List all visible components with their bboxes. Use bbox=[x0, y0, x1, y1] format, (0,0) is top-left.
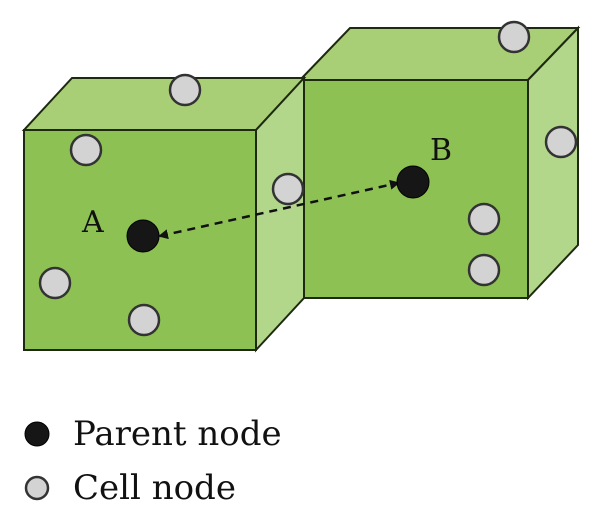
cell-nodes bbox=[38, 20, 578, 337]
parent-link-arrow bbox=[158, 179, 400, 240]
legend-parent-label: Parent node bbox=[73, 414, 282, 454]
node-label-a: A bbox=[81, 205, 104, 240]
cell-node bbox=[544, 125, 578, 159]
cell-node bbox=[127, 303, 161, 337]
cell-node bbox=[467, 202, 501, 236]
legend-cell-node-icon bbox=[24, 475, 50, 501]
cell-node bbox=[168, 73, 202, 107]
cell-node bbox=[467, 253, 501, 287]
legend-parent-node-icon bbox=[24, 421, 50, 447]
node-label-b: B bbox=[430, 133, 452, 168]
cell-node bbox=[38, 266, 72, 300]
cell-node bbox=[69, 133, 103, 167]
legend: Parent node Cell node bbox=[24, 414, 282, 508]
cell-node bbox=[271, 172, 305, 206]
cell-node bbox=[497, 20, 531, 54]
parent-node-b bbox=[396, 165, 430, 199]
parent-node-a bbox=[126, 219, 160, 253]
legend-cell-label: Cell node bbox=[73, 468, 236, 508]
